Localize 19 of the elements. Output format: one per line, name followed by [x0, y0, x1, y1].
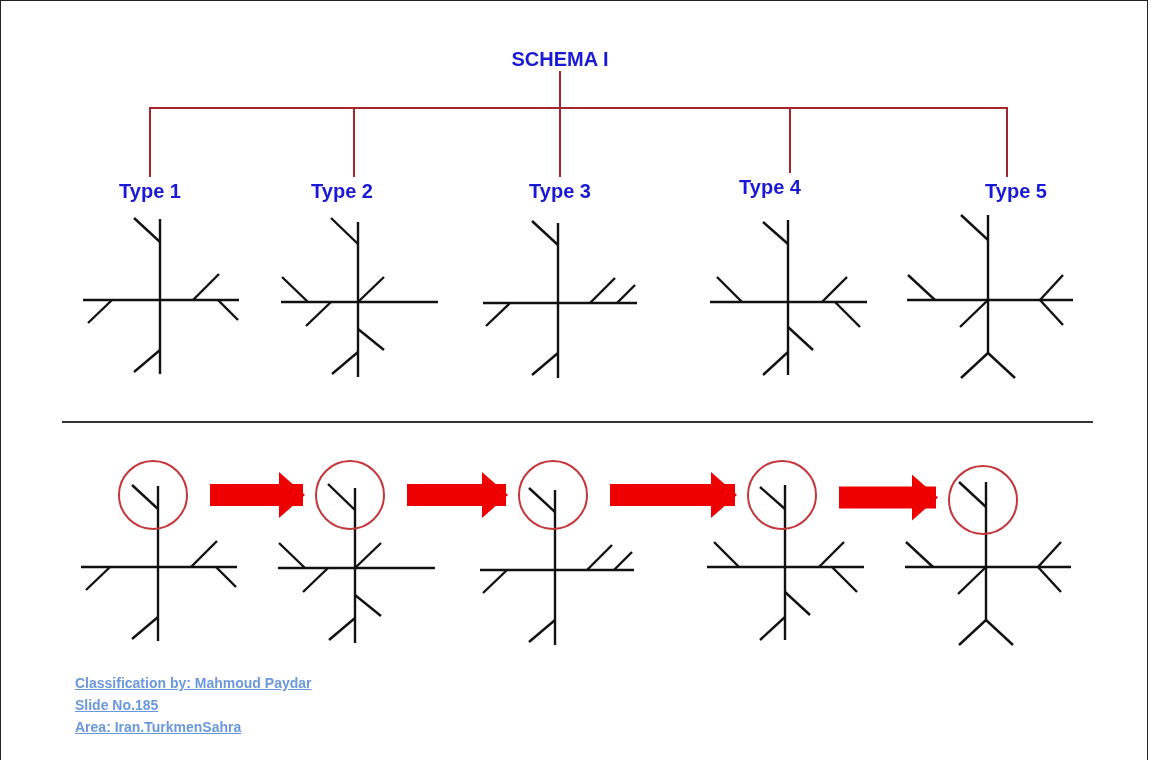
highlight-circle — [518, 460, 588, 530]
highlight-circle — [948, 465, 1018, 535]
block-arrow — [407, 472, 508, 518]
block-arrow — [610, 472, 737, 518]
type-label: Type 2 — [311, 180, 373, 203]
highlight-circle — [118, 460, 188, 530]
block-arrow — [210, 472, 305, 518]
type-label: Type 3 — [529, 180, 591, 203]
type-label: Type 5 — [985, 180, 1047, 203]
highlight-circle — [315, 460, 385, 530]
footnote-link: Classification by: Mahmoud Paydar — [75, 675, 312, 691]
block-arrow — [839, 474, 938, 521]
connector-line — [559, 70, 1008, 178]
diagram-heading: SCHEMA I — [511, 48, 609, 71]
type-label: Type 4 — [739, 176, 801, 199]
footnote-link: Area: Iran.TurkmenSahra — [75, 719, 242, 735]
type-label: Type 1 — [119, 180, 181, 203]
highlight-circle — [747, 460, 817, 530]
footnote-link: Slide No.185 — [75, 697, 159, 713]
